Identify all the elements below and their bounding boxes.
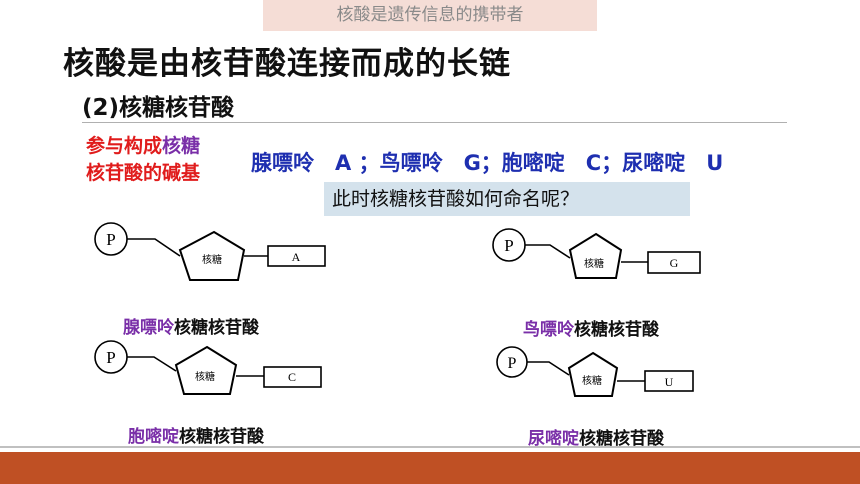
divider-line	[82, 122, 787, 123]
name-rest: 核糖核苷酸	[574, 320, 659, 340]
ribose-pentagon	[567, 351, 619, 397]
name-rest: 核糖核苷酸	[179, 427, 264, 447]
phosphate-label: P	[106, 230, 115, 249]
nucleotide-diagram-u: P 核糖 U	[493, 344, 713, 416]
ribose-pentagon	[178, 230, 246, 281]
bases-list: 腺嘌呤 A ；鸟嘌呤 G；胞嘧啶 C；尿嘧啶 U	[251, 151, 724, 175]
base-box	[644, 370, 694, 392]
nucleotide-name-c: 胞嘧啶核糖核苷酸	[128, 422, 264, 447]
base-box	[263, 366, 322, 388]
nucleotide-diagram-a: P 核糖 A	[92, 220, 332, 292]
base-box	[647, 251, 701, 274]
ribose-label: 核糖	[202, 253, 222, 266]
slide-subtitle: (2)核糖核苷酸	[82, 95, 235, 121]
phosphate-label: P	[504, 236, 513, 255]
ribose-label: 核糖	[582, 374, 602, 387]
base-name: 胞嘧啶	[128, 427, 179, 447]
caption-part-purple: 核糖	[162, 135, 201, 157]
ribose-pentagon	[568, 232, 623, 279]
nucleotide-name-a: 腺嘌呤核糖核苷酸	[123, 313, 259, 338]
ribose-label: 核糖	[195, 370, 215, 383]
name-rest: 核糖核苷酸	[174, 318, 259, 338]
base-name: 尿嘧啶	[528, 429, 579, 449]
base-box	[267, 245, 326, 267]
section-banner: 核酸是遗传信息的携带者	[263, 0, 597, 31]
base-letter: A	[292, 250, 301, 264]
ribose-label: 核糖	[584, 257, 604, 270]
bases-caption: 参与构成核糖 核苷酸的碱基	[86, 133, 200, 187]
base-name: 腺嘌呤	[123, 318, 174, 338]
base-letter: C	[288, 370, 296, 384]
phosphate-label: P	[508, 355, 517, 372]
question-box: 此时核糖核苷酸如何命名呢？	[324, 182, 690, 216]
phosphate-label: P	[106, 348, 115, 367]
nucleotide-name-g: 鸟嘌呤核糖核苷酸	[523, 315, 659, 340]
nucleotide-diagram-c: P 核糖 C	[92, 338, 332, 410]
base-letter: U	[665, 375, 674, 389]
slide-title: 核酸是由核苷酸连接而成的长链	[63, 46, 511, 82]
footer-accent-bar	[0, 452, 860, 484]
footer-divider	[0, 446, 860, 448]
nucleotide-diagram-g: P 核糖 G	[490, 226, 730, 298]
base-letter: G	[670, 256, 679, 270]
nucleotide-name-u: 尿嘧啶核糖核苷酸	[528, 424, 664, 449]
base-name: 鸟嘌呤	[523, 320, 574, 340]
name-rest: 核糖核苷酸	[579, 429, 664, 449]
ribose-pentagon	[174, 345, 238, 395]
caption-line-2: 核苷酸的碱基	[86, 162, 201, 184]
caption-part-red: 参与构成	[86, 135, 163, 157]
